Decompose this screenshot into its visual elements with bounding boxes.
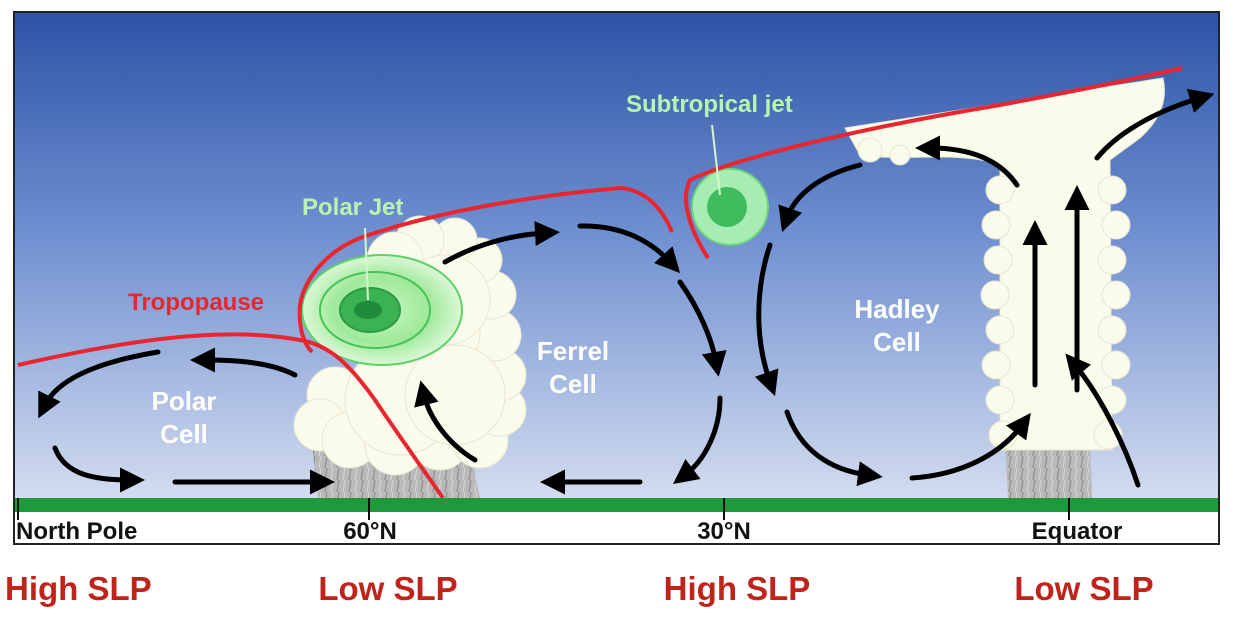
polar-jet-label: Polar Jet bbox=[302, 194, 403, 221]
polar-jet-core bbox=[301, 254, 463, 366]
polar-cell-label-line1: Polar bbox=[151, 386, 216, 416]
pressure-label-north-pole: High SLP bbox=[5, 570, 152, 607]
pressure-label-60n: Low SLP bbox=[318, 570, 457, 607]
rain-shaft-equator bbox=[1005, 440, 1092, 498]
hadley-cell-label-line2: Cell bbox=[873, 327, 921, 357]
ferrel-cell-label-line2: Cell bbox=[549, 369, 597, 399]
ferrel-cell-label-line1: Ferrel bbox=[537, 336, 609, 366]
tropopause-label: Tropopause bbox=[128, 289, 264, 316]
subtropical-jet-leader bbox=[711, 124, 721, 196]
hadley-cell-label-line1: Hadley bbox=[854, 294, 940, 324]
polar-cell-arrows bbox=[38, 347, 335, 495]
tropopause-line-ferrel bbox=[359, 185, 674, 240]
axis-label-30n: 30°N bbox=[697, 518, 751, 545]
subtropical-jet-core bbox=[691, 168, 769, 246]
hadley-cell-arrows bbox=[754, 88, 1215, 488]
axis-ticks bbox=[17, 498, 1070, 520]
ferrel-cell-arrows bbox=[414, 221, 727, 495]
pressure-label-equator: Low SLP bbox=[1014, 570, 1153, 607]
cloud-60n bbox=[293, 215, 527, 476]
axis-label-equator: Equator bbox=[1032, 518, 1123, 545]
polar-jet-leader bbox=[364, 227, 369, 301]
tropopause-line-mid bbox=[297, 236, 361, 354]
subtropical-jet-label: Subtropical jet bbox=[626, 91, 793, 118]
tropopause-line-hadley bbox=[684, 66, 1183, 260]
pressure-label-30n: High SLP bbox=[664, 570, 811, 607]
axis-label-60n: 60°N bbox=[343, 518, 397, 545]
axis-label-north-pole: North Pole bbox=[16, 518, 137, 545]
tropopause-line bbox=[17, 332, 445, 500]
ground-strip bbox=[15, 498, 1218, 512]
polar-cell-label-line2: Cell bbox=[160, 419, 208, 449]
